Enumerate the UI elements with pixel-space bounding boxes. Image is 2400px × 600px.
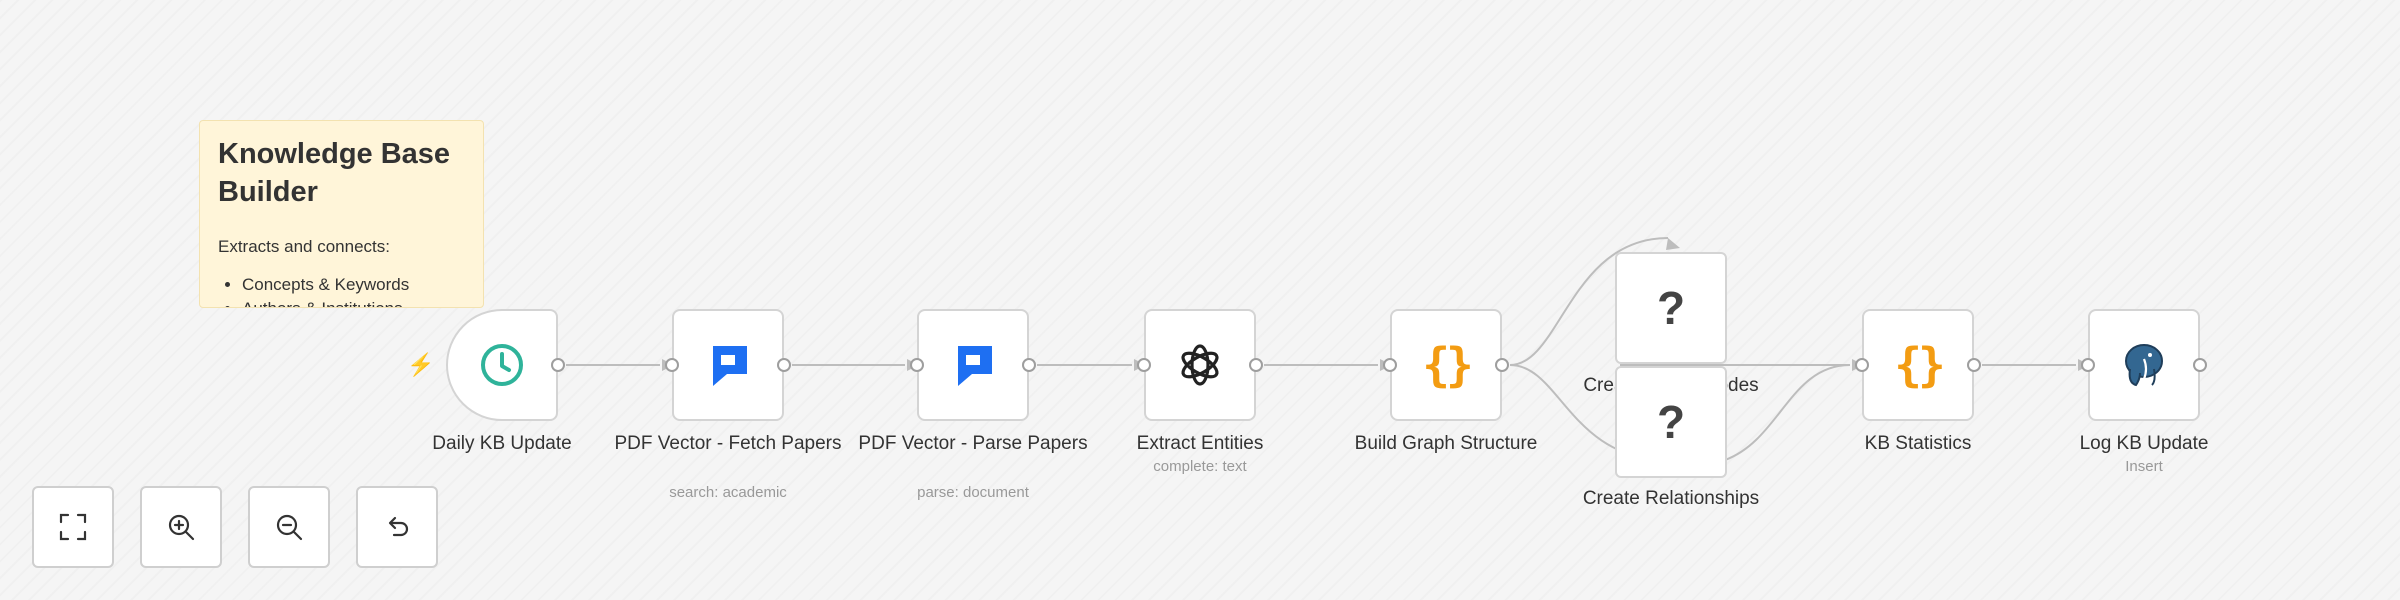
input-handle[interactable] xyxy=(910,358,924,372)
node-subtitle: search: academic xyxy=(669,484,787,501)
node-label: PDF Vector - Fetch Papers xyxy=(614,433,842,454)
zoom-out-icon xyxy=(276,514,303,541)
input-handle[interactable] xyxy=(1137,358,1151,372)
input-handle[interactable] xyxy=(1383,358,1397,372)
node-kb-statistics[interactable]: {} xyxy=(1862,309,1974,421)
openai-icon xyxy=(1181,344,1219,386)
output-handle[interactable] xyxy=(1249,358,1263,372)
postgres-icon xyxy=(2125,344,2163,387)
node-label: Build Graph Structure xyxy=(1354,433,1538,454)
sticky-title: Knowledge Base Builder xyxy=(218,138,451,208)
pdfvector-icon xyxy=(709,346,747,386)
node-subtitle: complete: text xyxy=(1153,458,1247,475)
node-build-graph-structure[interactable]: {} xyxy=(1390,309,1502,421)
input-handle[interactable] xyxy=(2081,358,2095,372)
fit-view-icon xyxy=(59,513,87,541)
output-handle[interactable] xyxy=(1022,358,1036,372)
output-handle[interactable] xyxy=(2193,358,2207,372)
node-subtitle: parse: document xyxy=(917,484,1029,501)
node-extract-entities[interactable] xyxy=(1144,309,1256,421)
node-create-graph-nodes[interactable]: ? xyxy=(1615,252,1727,364)
output-handle[interactable] xyxy=(1495,358,1509,372)
sticky-intro: Extracts and connects: xyxy=(218,237,390,256)
code-icon: {} xyxy=(1894,338,1945,392)
zoom-out-button[interactable] xyxy=(248,486,330,568)
sticky-list-item: Authors & Institutions xyxy=(242,297,465,307)
pdfvector-icon xyxy=(954,346,992,386)
output-handle[interactable] xyxy=(551,358,565,372)
trigger-bolt-icon: ⚡ xyxy=(407,352,435,377)
node-pdf-vector-fetch-papers[interactable] xyxy=(672,309,784,421)
input-handle[interactable] xyxy=(665,358,679,372)
input-handle[interactable] xyxy=(1855,358,1869,372)
node-label: Daily KB Update xyxy=(432,433,572,454)
node-label: PDF Vector - Parse Papers xyxy=(858,433,1088,454)
arrow-nodes xyxy=(1666,238,1680,250)
node-create-relationships[interactable]: ? xyxy=(1615,366,1727,478)
sticky-list: Concepts & Keywords Authors & Institutio… xyxy=(218,273,465,307)
zoom-in-button[interactable] xyxy=(140,486,222,568)
node-subtitle: Insert xyxy=(2125,458,2163,475)
question-icon: ? xyxy=(1656,282,1686,334)
question-icon: ? xyxy=(1656,396,1686,448)
node-label: Create Relationships xyxy=(1582,488,1760,509)
reset-zoom-button[interactable] xyxy=(356,486,438,568)
sticky-note[interactable]: Knowledge Base Builder Extracts and conn… xyxy=(199,120,484,308)
code-icon: {} xyxy=(1422,338,1473,392)
node-label: Extract Entities xyxy=(1136,433,1264,454)
node-label: KB Statistics xyxy=(1864,433,1972,454)
sticky-list-item: Concepts & Keywords xyxy=(242,273,465,297)
fit-view-button[interactable] xyxy=(32,486,114,568)
clock-icon xyxy=(481,344,523,386)
output-handle[interactable] xyxy=(1967,358,1981,372)
zoom-in-icon xyxy=(168,514,195,541)
node-label: Log KB Update xyxy=(2079,433,2209,454)
node-log-kb-update[interactable] xyxy=(2088,309,2200,421)
node-daily-kb-update[interactable] xyxy=(446,309,558,421)
node-pdf-vector-parse-papers[interactable] xyxy=(917,309,1029,421)
undo-icon xyxy=(388,516,409,537)
output-handle[interactable] xyxy=(777,358,791,372)
